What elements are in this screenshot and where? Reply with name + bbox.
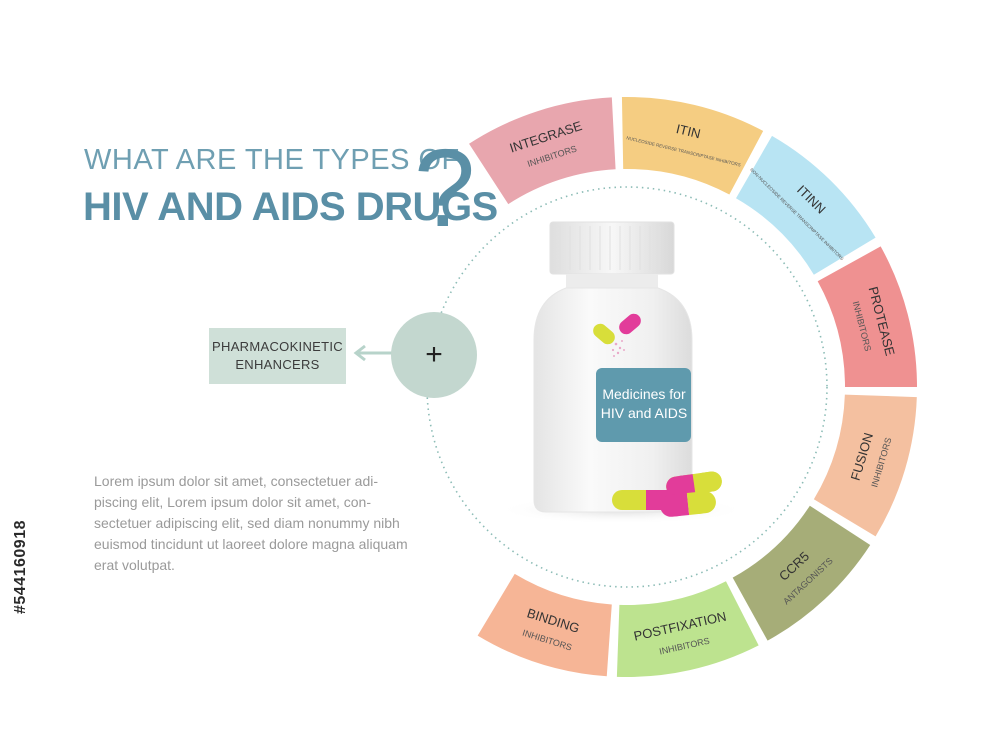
segment-fusion — [813, 394, 917, 537]
stock-id: #544160918 — [12, 520, 29, 614]
segment-ccr5 — [732, 505, 871, 641]
bottle-label-line1: Medicines for — [602, 386, 686, 402]
segment-itinn — [736, 135, 876, 275]
bottle-label-line2: HIV and AIDS — [601, 405, 687, 421]
segment-protease — [817, 246, 917, 387]
pk-label-line1: PHARMACOKINETIC — [212, 339, 343, 354]
segment-title-itin: ITIN — [675, 121, 702, 141]
capsules-icon — [612, 471, 722, 517]
pk-label-line2: ENHANCERS — [235, 357, 320, 372]
segment-itin — [621, 97, 764, 195]
body-text: Lorem ipsum dolor sit amet, consectetuer… — [94, 473, 408, 573]
segment-binding — [477, 573, 612, 677]
medicine-bottle — [533, 221, 693, 513]
pharmacokinetic-enhancers-box: PHARMACOKINETIC ENHANCERS — [209, 328, 346, 384]
plus-circle: + — [391, 312, 477, 398]
open-capsule-icon — [593, 313, 641, 357]
segment-postfixation — [616, 581, 759, 678]
segment-integrase — [469, 97, 616, 205]
title-line-2: HIV AND AIDS DRUGS — [83, 185, 498, 229]
title-line-1: WHAT ARE THE TYPES OF — [84, 144, 460, 176]
question-mark-icon: ? — [414, 127, 476, 250]
arrow-left-icon — [353, 344, 395, 362]
plus-icon: + — [425, 338, 443, 371]
bottle-label-box — [596, 368, 691, 442]
